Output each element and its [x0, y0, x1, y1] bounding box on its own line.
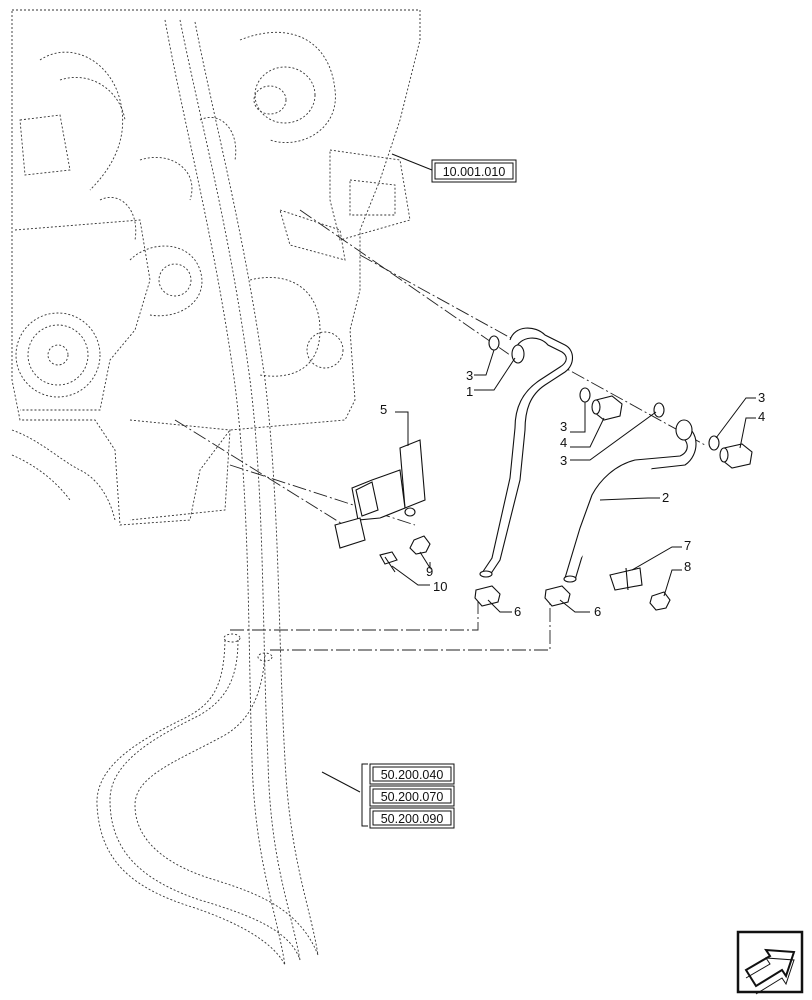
reference-hose-3[interactable]: 50.200.090 [369, 807, 455, 829]
reference-hose-2-label: 50.200.070 [381, 790, 444, 804]
clip-part-7 [609, 567, 643, 591]
reference-hoses: 50.200.040 50.200.070 50.200.090 [361, 763, 455, 829]
callout-3: 3 [560, 453, 567, 468]
callout-3: 3 [560, 419, 567, 434]
callout-1: 1 [466, 384, 473, 399]
callout-3: 3 [758, 390, 765, 405]
hose-phantom [96, 19, 319, 966]
callout-6: 6 [594, 604, 601, 619]
bolt-part-8 [649, 591, 671, 611]
reference-engine[interactable]: 10.001.010 [431, 159, 517, 183]
bracket-part-5 [334, 439, 426, 549]
callout-9: 9 [426, 564, 433, 579]
callout-5: 5 [380, 402, 387, 417]
reference-hose-1-label: 50.200.040 [381, 768, 444, 782]
callout-2: 2 [662, 490, 669, 505]
callout-4: 4 [560, 435, 567, 450]
o-rings [488, 335, 720, 451]
reference-hose-2[interactable]: 50.200.070 [369, 785, 455, 807]
reference-hose-1[interactable]: 50.200.040 [369, 763, 455, 785]
callout-4: 4 [758, 409, 765, 424]
callout-8: 8 [684, 559, 691, 574]
leader-lines [321, 153, 756, 793]
pipe-part-2 [563, 419, 697, 583]
plugs [591, 395, 753, 469]
callout-10: 10 [433, 579, 447, 594]
engine-phantom [11, 9, 421, 526]
bolts [379, 535, 431, 573]
reference-engine-label: 10.001.010 [443, 165, 506, 179]
pipe-part-1 [479, 327, 574, 578]
callout-7: 7 [684, 538, 691, 553]
next-page-arrow-icon[interactable] [736, 930, 804, 995]
callout-3: 3 [466, 368, 473, 383]
callout-labels: 3 1 3 4 3 3 4 2 5 7 8 9 10 6 6 [380, 368, 765, 619]
callout-6: 6 [514, 604, 521, 619]
reference-hose-3-label: 50.200.090 [381, 812, 444, 826]
caps [474, 585, 571, 607]
